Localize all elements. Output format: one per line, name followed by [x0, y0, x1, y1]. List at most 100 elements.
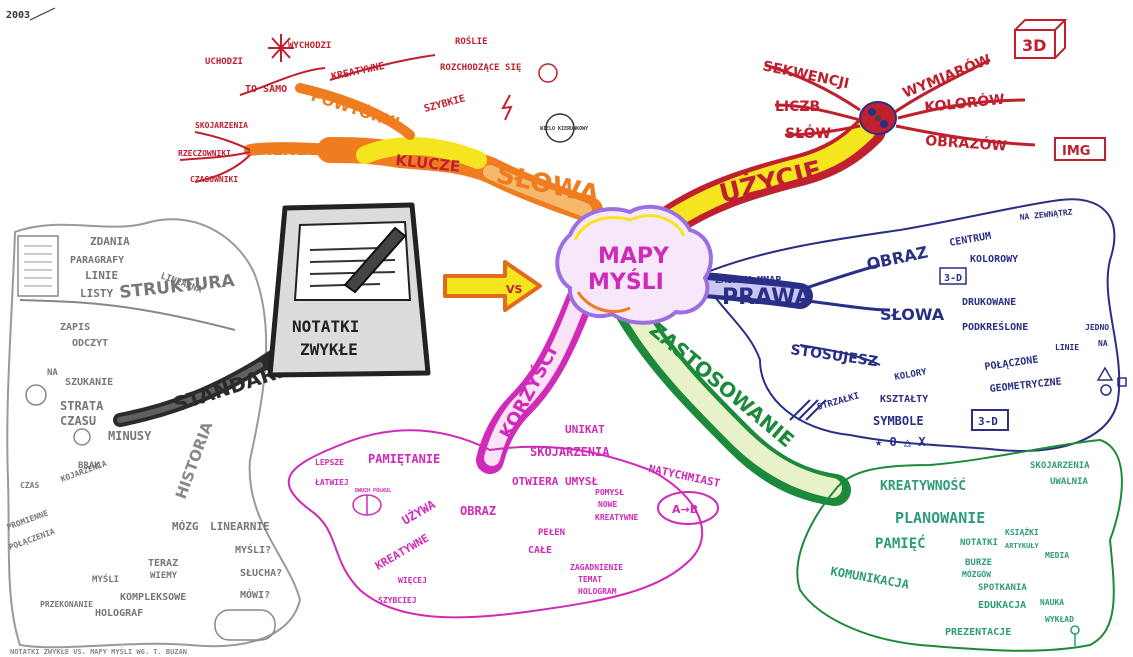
czas-label: CZAS: [20, 481, 39, 490]
szybciej-label: SZYBCIEJ: [378, 596, 417, 605]
obraz-3d-label: 3-D: [944, 273, 962, 284]
ksiazki-label: KSIĄŻKI: [1005, 527, 1039, 537]
polaczenia-label: POŁĄCZENIA: [8, 527, 57, 552]
geometryczne-label: GEOMETRYCZNE: [989, 376, 1062, 394]
brak-label: BRAK: [78, 461, 100, 471]
komunikacja-label: KOMUNIKACJA: [829, 564, 910, 592]
pen-icon: [343, 226, 407, 294]
symbole-label: SYMBOLE: [873, 414, 924, 428]
nauka-label: NAUKA: [1040, 598, 1064, 607]
obrazow-label: OBRAZÓW: [925, 131, 1008, 155]
mowi-label: MÓWI?: [240, 588, 270, 601]
mysli-q-label: MYŚLI?: [235, 543, 271, 556]
na-label: NA: [47, 368, 58, 378]
brain-sketch: [214, 609, 276, 641]
jedno-label: JEDNO: [1085, 323, 1109, 332]
struktura-item-4: LISTY: [80, 287, 113, 300]
prawa-label: PRAWA: [722, 285, 811, 310]
vs-arrow: VS: [443, 260, 542, 312]
rosle-label: ROŚLIE: [455, 35, 488, 47]
footer-text: NOTATKI ZWYKŁE VS. MAPY MYŚLI WG. T. BUZ…: [10, 647, 187, 656]
img-tag-icon: IMG: [1054, 137, 1106, 161]
pelen-label: PEŁEN: [538, 528, 565, 538]
artykuly-label: ARTYKUŁY: [1005, 542, 1040, 550]
lightning-icon: [501, 94, 513, 121]
uzywa-label: UŻYWA: [399, 496, 438, 527]
multi-direction-icon: [545, 113, 575, 143]
kolorowy-label: KOLOROWY: [970, 254, 1018, 265]
pamietanie-label: PAMIĘTANIE: [368, 452, 440, 466]
uchodzi-label: UCHODZI: [205, 57, 243, 67]
central-topic: MAPY MYŚLI: [555, 204, 713, 325]
szybkie-label: SZYBKIE: [423, 93, 467, 115]
latwiej-label: ŁATWIEJ: [314, 478, 349, 487]
notebook-label-1: NOTATKI: [292, 317, 359, 336]
promienne-label: PROMIENNE: [6, 509, 50, 532]
teraz-label: TERAZ: [148, 558, 178, 569]
img-tag: IMG: [1062, 144, 1090, 159]
notebook-illustration: NOTATKI ZWYKŁE: [267, 202, 431, 378]
stosujesz-label: STOSUJESZ: [789, 342, 878, 370]
symbol-row: ★ O △ X: [875, 435, 926, 449]
otwiera-label: OTWIERA UMYSŁ: [512, 475, 598, 488]
pomysl-label: POMYSŁ: [595, 488, 624, 497]
pamiec-label: PAMIĘĆ: [875, 534, 926, 552]
burze-label: BURZE: [965, 558, 992, 568]
prawa-slowa-label: SŁOWA: [880, 305, 945, 324]
edukacja-label: EDUKACJA: [978, 600, 1026, 611]
czasu-label: CZASU: [60, 414, 96, 428]
zagadnienie-label: ZAGADNIENIE: [570, 563, 623, 572]
hologram-label: HOLOGRAM: [578, 587, 617, 596]
holograf-label: HOLOGRAF: [95, 608, 143, 619]
skojarzenia-magenta-label: SKOJARZENIA: [530, 445, 610, 459]
radial-icon: [538, 63, 558, 83]
uzycie-branch: UŻYCIE SEKWENCJI LICZB SŁÓW WYMIARÓW KOL…: [649, 19, 1106, 241]
drukowane-label: DRUKOWANE: [962, 297, 1016, 308]
kolorow-label: KOLORÓW: [924, 90, 1006, 116]
sekwencji-label: SEKWENCJI: [761, 58, 850, 92]
media-label: MEDIA: [1045, 551, 1069, 560]
szukanie-label: SZUKANIE: [65, 377, 113, 388]
rzeczowniki-label: RZECZOWNIKI: [178, 149, 231, 158]
obraz-label: OBRAZ: [865, 242, 930, 273]
minusy-label: MINUSY: [108, 429, 152, 443]
cale-label: CAŁE: [528, 545, 552, 556]
natychmiast-label: NATYCHMIAST: [647, 462, 721, 490]
czasowniki-label: CZASOWNIKI: [190, 175, 238, 184]
kolory-label: KOLORY: [894, 367, 928, 383]
year-label: 2003: [6, 10, 30, 21]
korzysci-label: KORZYŚCI: [495, 343, 562, 443]
planowanie-label: PLANOWANIE: [895, 509, 985, 527]
wielo-kierunkowy-label: WIELO KIERUNKOWY: [540, 126, 588, 132]
clock-icon: [25, 384, 47, 406]
document-icon: [17, 235, 59, 297]
central-line-1: MAPY: [598, 244, 670, 269]
vs-label: VS: [506, 283, 523, 296]
obraz-magenta-label: OBRAZ: [460, 504, 496, 518]
notebook-label-2: ZWYKŁE: [300, 340, 358, 359]
kreatywne-2-label: KREATYWNE: [373, 532, 431, 573]
lepsze-label: LEPSZE: [315, 458, 344, 467]
spotkania-label: SPOTKANIA: [978, 583, 1027, 593]
wiemy-label: WIEMY: [150, 571, 178, 581]
stosujesz-3d-label: 3-D: [978, 415, 998, 428]
mozgow-label: MÓZGÓW: [962, 568, 991, 579]
brain-icon: [859, 101, 897, 135]
silne-label: SILNE: [255, 140, 307, 159]
klucze-pill: [356, 137, 487, 169]
centrum-label: CENTRUM: [949, 231, 992, 249]
mozg-label: MÓZG: [172, 520, 199, 533]
struktura-item-3: LINIE: [85, 269, 118, 282]
mysli-label: MYŚLI: [92, 573, 119, 585]
polaczone-label: POŁĄCZONE: [984, 355, 1039, 373]
3d-tag: 3D: [1022, 36, 1046, 55]
3d-cube-icon: 3D: [1014, 19, 1068, 59]
slowa-branch: SŁOWA KLUCZE SILNE SKOJARZENIA RZECZOWNI…: [178, 34, 603, 223]
kreatywnosc-label: KREATYWNOŚĆ: [880, 478, 966, 494]
linearnie-label: LINEARNIE: [210, 520, 270, 533]
minus-icon: [73, 428, 91, 446]
podkreslone-label: PODKREŚLONE: [962, 320, 1028, 333]
uwalnia-label: UWALNIA: [1050, 477, 1089, 487]
dwuch-polkul-label: DWUCH PÓŁKUL: [355, 487, 391, 494]
